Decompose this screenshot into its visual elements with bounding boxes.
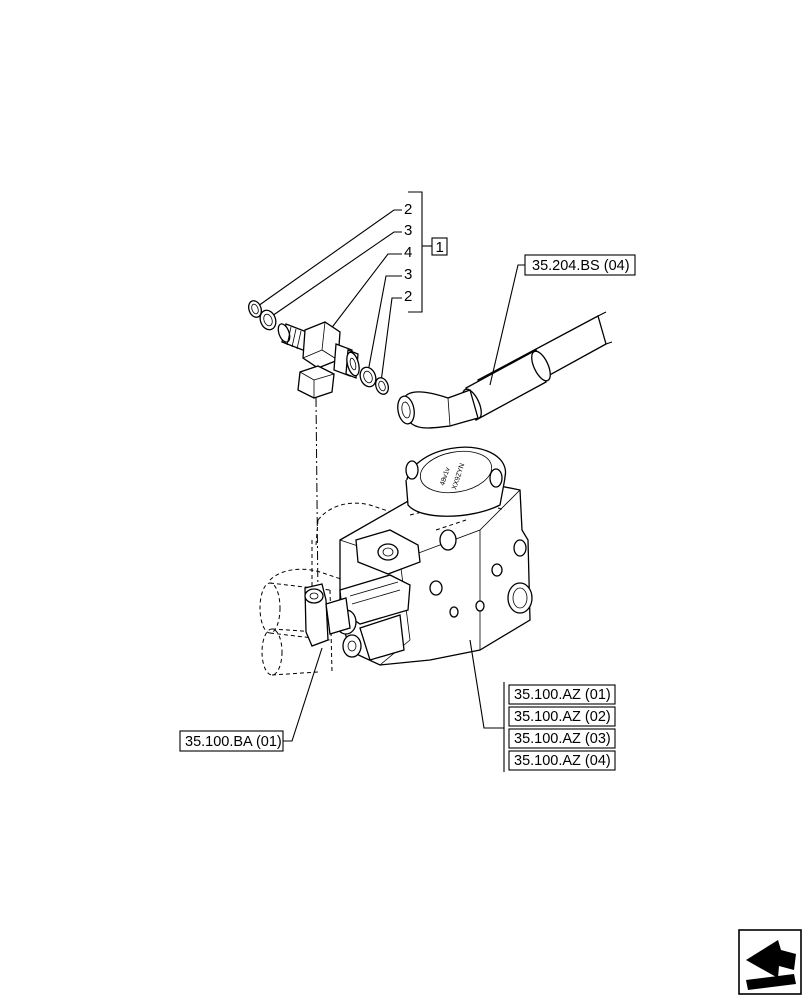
az-ref-box-1[interactable] (508, 684, 616, 705)
az-ref-label-3[interactable]: 35.100.AZ (03) (514, 731, 611, 747)
group-ref-number: 1 (436, 239, 444, 256)
group-ref-box (431, 237, 448, 256)
o-ring-left-large (259, 309, 277, 331)
callout-2-upper: 2 (404, 201, 412, 218)
callout-3-upper: 3 (404, 222, 412, 239)
az-ref-label-2[interactable]: 35.100.AZ (02) (514, 709, 611, 725)
back-arrow-icon[interactable] (738, 929, 802, 995)
o-ring-left-small (248, 300, 262, 318)
az-ref-box-3[interactable] (508, 728, 616, 749)
hose-ref-label[interactable]: 35.204.BS (04) (532, 258, 630, 274)
callout-3-lower: 3 (404, 266, 412, 283)
callout-4: 4 (404, 244, 412, 261)
az-ref-box-2[interactable] (508, 706, 616, 727)
kit-bracket (408, 191, 432, 313)
tee-fitting (277, 321, 360, 399)
az-ref-label-1[interactable]: 35.100.AZ (01) (514, 687, 611, 703)
o-ring-right-large (359, 366, 377, 388)
az-ref-label-4[interactable]: 35.100.AZ (04) (514, 753, 611, 769)
hose-ref-leader (489, 264, 525, 386)
callout-leaders (257, 209, 402, 383)
valve-ref-label[interactable]: 35.100.BA (01) (185, 734, 282, 750)
assembly-centerline (315, 397, 319, 601)
valve-ref-leader (283, 647, 323, 742)
control-valve: 48v1v XX9ZYN (259, 446, 533, 676)
az-ref-box-4[interactable] (508, 750, 616, 771)
callout-2-lower: 2 (404, 288, 412, 305)
o-ring-right-small (375, 377, 389, 395)
hydraulic-hose (397, 311, 613, 429)
az-ref-group: 35.100.AZ (01) 35.100.AZ (02) 35.100.AZ … (469, 639, 616, 772)
